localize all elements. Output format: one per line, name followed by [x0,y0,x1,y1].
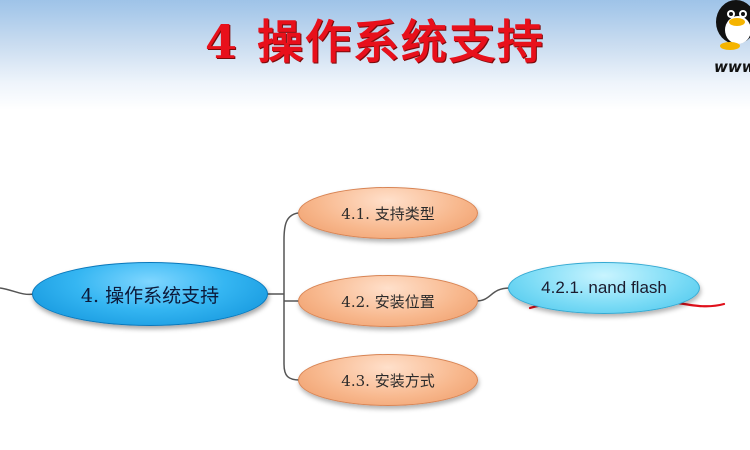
mindmap-leaf-node-nand-flash: 4.2.1. nand flash [508,262,700,314]
branch-node-label: 4.1. 支持类型 [341,204,435,223]
mindmap-branch-node-install-method: 4.3. 安装方式 [298,354,478,406]
slide-title: 4 操作系统支持 [204,15,546,69]
branch-node-label: 4.3. 安装方式 [341,371,435,390]
root-inbound-connector [0,287,35,296]
mindmap-branch-node-install-location: 4.2. 安装位置 [298,275,478,327]
mindmap-root-node: 4. 操作系统支持 [32,262,268,326]
mindmap-branch-node-support-types: 4.1. 支持类型 [298,187,478,239]
branch2-to-leaf-connector [475,287,511,302]
logo-text: www [714,58,750,76]
header-band [0,0,750,110]
penguin-logo-icon [716,0,750,50]
root-node-label: 4. 操作系统支持 [80,284,220,307]
branch-trunk-connector [283,212,301,381]
leaf-node-label: 4.2.1. nand flash [541,278,667,297]
branch-node-label: 4.2. 安装位置 [341,292,435,311]
